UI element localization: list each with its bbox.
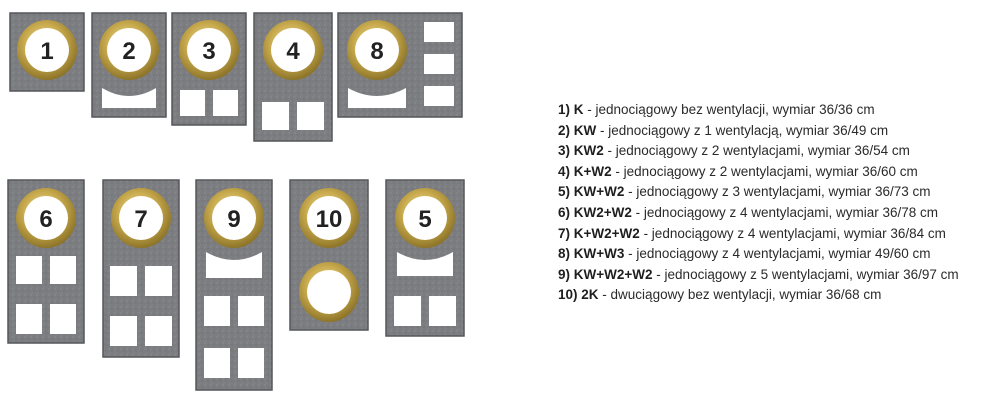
flue-ring xyxy=(347,20,407,80)
flue-ring xyxy=(111,188,171,248)
flue-ring xyxy=(204,188,264,248)
vent xyxy=(238,348,264,378)
chimney-9: 9 xyxy=(195,179,273,391)
chimney-number: 9 xyxy=(227,206,240,233)
chimney-number: 2 xyxy=(122,38,135,65)
vent xyxy=(180,90,205,116)
vent xyxy=(50,304,76,334)
chimney-5: 5 xyxy=(385,179,465,337)
chimney-7: 7 xyxy=(102,179,180,358)
legend-item: 10) 2K - dwuciągowy bez wentylacji, wymi… xyxy=(558,287,882,303)
legend-item: 8) KW+W3 - jednociągowy z 4 wentylacjami… xyxy=(558,246,931,262)
flue-ring xyxy=(17,20,77,80)
vent xyxy=(50,256,76,284)
flue-ring xyxy=(99,20,159,80)
vent xyxy=(110,266,137,296)
vent xyxy=(424,54,454,74)
arc-vent xyxy=(206,252,262,278)
legend-item: 7) K+W2+W2 - jednociągowy z 4 wentylacja… xyxy=(558,225,946,241)
chimney-number: 5 xyxy=(418,206,431,233)
flue-ring xyxy=(299,188,359,248)
vent xyxy=(204,296,230,326)
flue-ring xyxy=(263,20,323,80)
chimney-number: 10 xyxy=(316,206,343,233)
legend-item: 1) K - jednociągowy bez wentylacji, wymi… xyxy=(558,102,875,117)
flue-ring xyxy=(179,20,239,80)
chimney-6: 6 xyxy=(7,179,85,344)
vent xyxy=(213,90,238,116)
vent xyxy=(424,86,454,106)
legend-item: 6) KW2+W2 - jednociągowy z 4 wentylacjam… xyxy=(558,204,939,220)
chimney-number: 7 xyxy=(134,206,147,233)
vent xyxy=(262,102,289,130)
vent xyxy=(16,304,42,334)
chimney-3: 3 xyxy=(171,12,247,126)
arc-vent xyxy=(348,88,406,108)
chimney-number: 6 xyxy=(39,206,52,233)
chimney-number: 4 xyxy=(286,38,300,65)
vent xyxy=(424,22,454,42)
legend-item: 4) K+W2 - jednociągowy z 2 wentylacjami,… xyxy=(558,163,918,179)
vent xyxy=(297,102,324,130)
vent xyxy=(204,348,230,378)
chimney-1: 1 xyxy=(9,12,85,92)
flue-ring xyxy=(16,188,76,248)
chimney-number: 3 xyxy=(202,38,215,65)
chimney-block-diagram: 1 2 3 4 xyxy=(7,12,465,391)
chimney-2: 2 xyxy=(91,12,167,118)
legend-item: 3) KW2 - jednociągowy z 2 wentylacjami, … xyxy=(558,143,910,159)
arc-vent xyxy=(397,252,453,276)
chimney-number: 1 xyxy=(40,38,53,65)
vent xyxy=(429,296,456,326)
chimney-4: 4 xyxy=(253,12,333,142)
legend-list: 1) K - jednociągowy bez wentylacji, wymi… xyxy=(558,100,959,306)
flue-ring-second xyxy=(299,262,359,322)
chimney-number: 8 xyxy=(370,38,383,65)
arc-vent xyxy=(102,88,156,108)
flue-ring xyxy=(395,188,455,248)
chimney-8: 8 xyxy=(337,12,463,118)
vent xyxy=(394,296,421,326)
chimney-10: 10 xyxy=(289,179,369,331)
vent xyxy=(145,266,172,296)
legend-item: 2) KW - jednociągowy z 1 wentylacją, wym… xyxy=(558,122,889,138)
vent xyxy=(238,296,264,326)
vent xyxy=(110,316,137,346)
legend-item: 9) KW+W2+W2 - jednociągowy z 5 wentylacj… xyxy=(558,266,959,282)
vent xyxy=(145,316,172,346)
legend-item: 5) KW+W2 - jednociągowy z 3 wentylacjami… xyxy=(558,184,931,200)
vent xyxy=(16,256,42,284)
